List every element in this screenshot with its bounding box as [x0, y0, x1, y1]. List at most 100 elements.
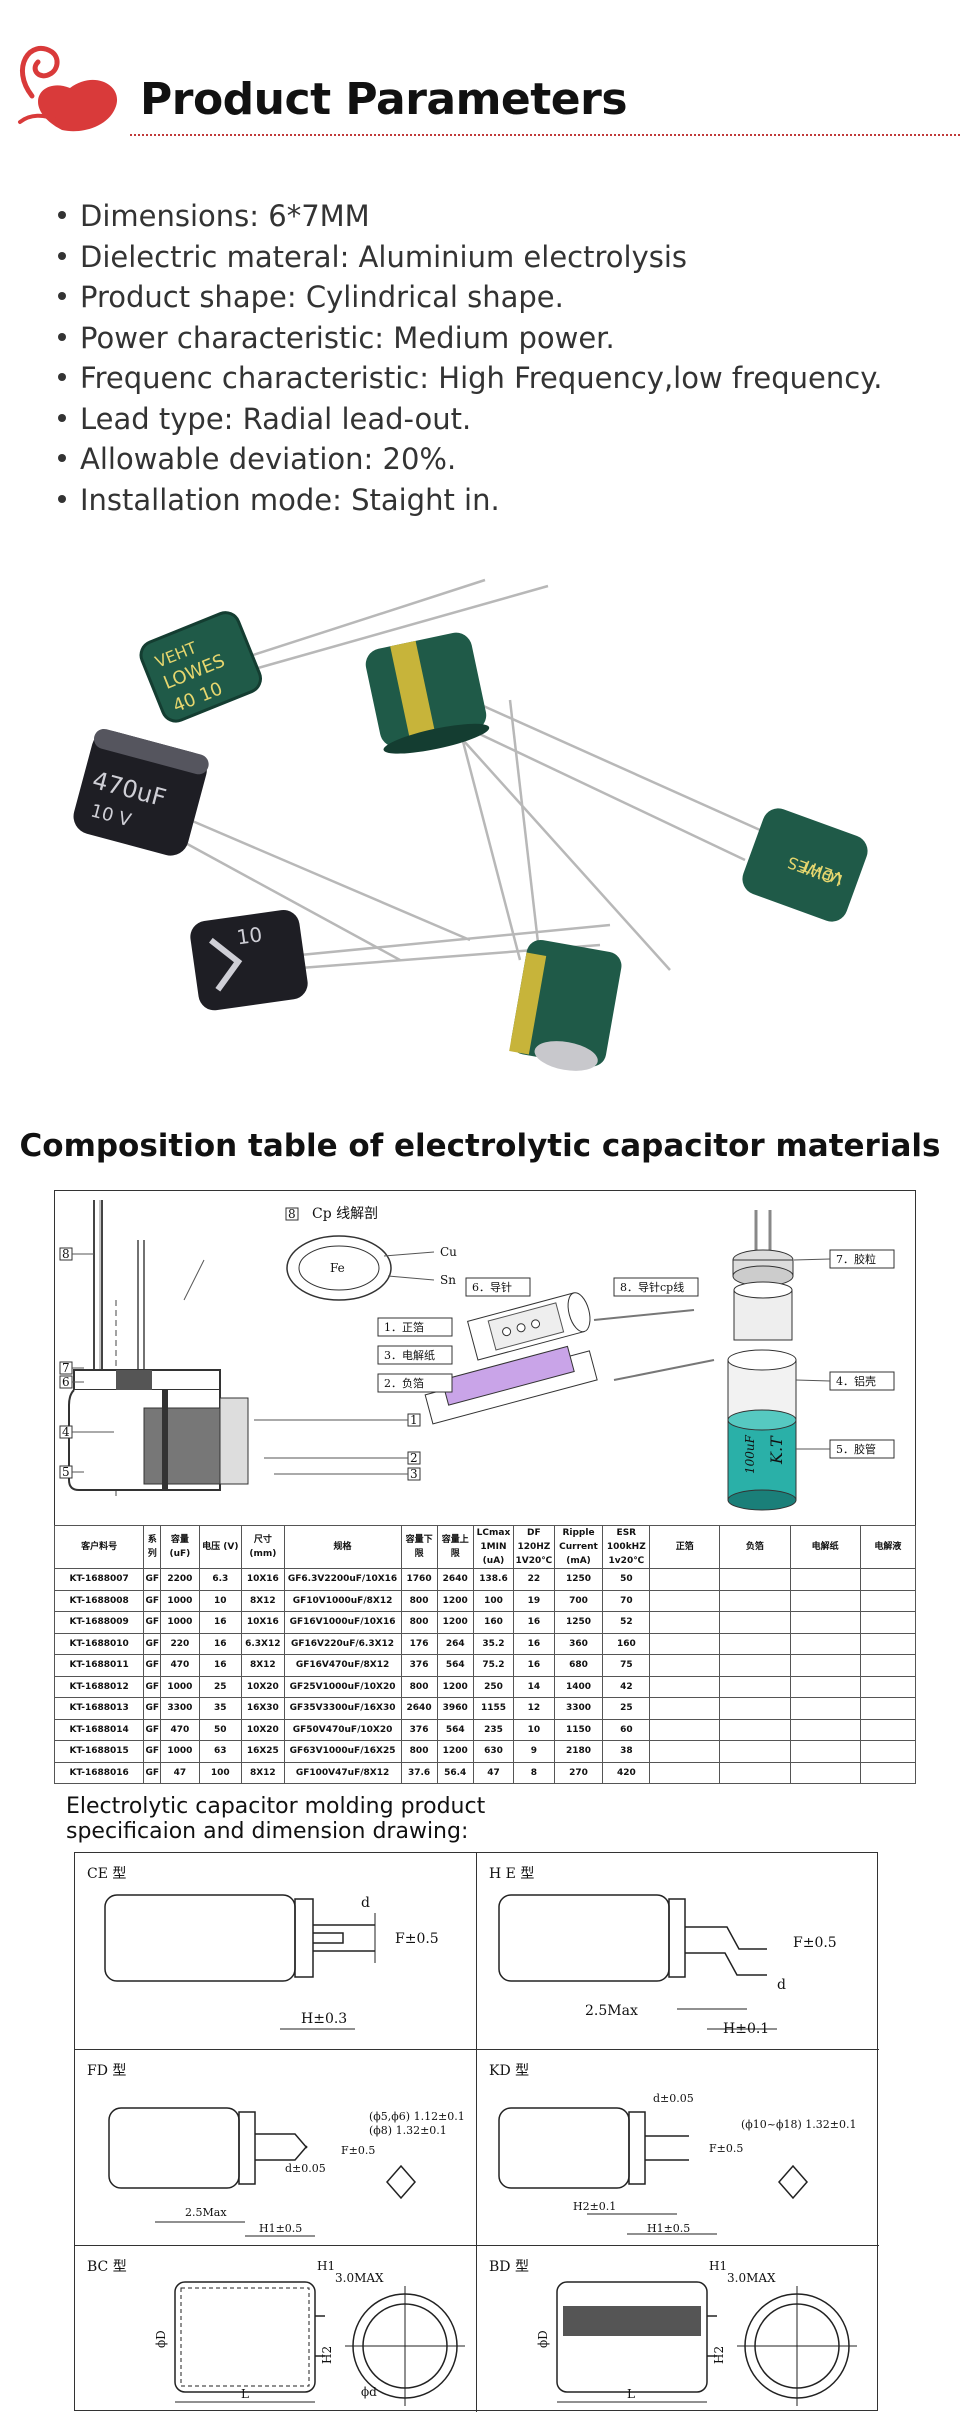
spec-text: Installation mode: Staight in. — [80, 482, 500, 517]
table-cell — [789, 1589, 861, 1612]
table-cell — [789, 1611, 861, 1634]
table-cell: 10X16 — [241, 1568, 285, 1591]
table-cell: 564 — [436, 1718, 474, 1741]
col-header: 电解纸 — [789, 1525, 861, 1569]
page-title: Product Parameters — [140, 74, 628, 125]
mold-cell-he: H E 型 F±0.5 d 2.5Max H±0.1 — [477, 1853, 879, 2050]
table-cell: 1155 — [472, 1697, 515, 1720]
bullet-icon — [58, 494, 66, 503]
dim-label: d — [361, 1895, 370, 1911]
table-cell — [649, 1675, 721, 1698]
table-cell: 25 — [198, 1675, 243, 1698]
table-cell: 16 — [198, 1632, 243, 1655]
table-cell: KT-1688015 — [53, 1740, 145, 1763]
table-cell — [789, 1654, 861, 1677]
fd-drawing: (ϕ5,ϕ6) 1.12±0.1 (ϕ8) 1.32±0.1 F±0.5 d±0… — [108, 2107, 465, 2237]
mold-type-label: CE 型 — [87, 1866, 127, 1882]
cap-label: 10 — [235, 922, 264, 949]
dim-label: L — [241, 2387, 249, 2401]
sn-label: Sn — [440, 1273, 456, 1287]
bullet-icon — [58, 454, 66, 462]
table-cell: 75 — [602, 1654, 651, 1677]
col-header: Ripple Current (mA) — [553, 1525, 604, 1569]
table-cell: KT-1688009 — [53, 1611, 145, 1634]
sleeve-text: 100uF — [743, 1434, 757, 1474]
callout-number: 6 — [62, 1375, 70, 1389]
col-header: 系列 — [143, 1525, 162, 1569]
table-cell: 1250 — [553, 1568, 604, 1591]
mold-type-label: FD 型 — [87, 2063, 127, 2079]
spec-text: Lead type: Radial lead-out. — [80, 401, 472, 436]
table-cell: 6.3 — [198, 1568, 243, 1591]
table-cell: 1000 — [160, 1675, 200, 1698]
table-cell: 376 — [400, 1654, 438, 1677]
table-cell: GF25V1000uF/10X20 — [283, 1675, 402, 1698]
dim-label: L — [627, 2387, 635, 2401]
table-cell — [719, 1675, 791, 1698]
table-cell: 8X12 — [241, 1589, 285, 1612]
table-cell: 1400 — [553, 1675, 604, 1698]
bullet-icon — [58, 373, 66, 381]
col-header: 容量上限 — [436, 1525, 474, 1569]
mold-cell-kd: KD 型 d±0.05 (ϕ10~ϕ18) 1.32±0.1 F±0.5 H2±… — [477, 2050, 879, 2246]
mold-cell-bc: BC 型 H1 3.0MAX ϕD H2 ϕd L — [75, 2246, 477, 2412]
dim-label: H1 — [709, 2259, 727, 2273]
table-cell: 70 — [602, 1589, 651, 1612]
col-header: 客户料号 — [53, 1525, 145, 1569]
spec-list: Dimensions: 6*7MM Dielectric materal: Al… — [58, 196, 938, 520]
table-cell: 680 — [553, 1654, 604, 1677]
ce-drawing: d F±0.5 H±0.3 — [104, 1894, 439, 2030]
table-cell: 420 — [602, 1761, 651, 1784]
table-cell: 42 — [602, 1675, 651, 1698]
table-cell: 800 — [400, 1589, 438, 1612]
table-cell: 52 — [602, 1611, 651, 1634]
spec-text: Frequenc characteristic: High Frequency,… — [80, 361, 883, 395]
capacitor-green-4 — [509, 939, 622, 1071]
molding-title-line: specificaion and dimension drawing: — [66, 1819, 469, 1844]
table-cell: GF63V1000uF/16X25 — [283, 1740, 402, 1763]
table-cell: 800 — [400, 1675, 438, 1698]
mold-type-label: BD 型 — [489, 2259, 529, 2275]
table-cell: 1000 — [160, 1611, 200, 1634]
table-cell: GF — [143, 1718, 162, 1741]
table-cell: 63 — [198, 1740, 243, 1763]
table-cell: KT-1688010 — [53, 1632, 145, 1655]
table-cell: 2180 — [553, 1740, 604, 1763]
table-cell: 35 — [198, 1697, 243, 1720]
mold-type-label: H E 型 — [489, 1866, 535, 1882]
callout-number: 2 — [410, 1451, 418, 1465]
table-cell: 10X20 — [241, 1718, 285, 1741]
mold-cell-ce: CE 型 d F±0.5 H±0.3 — [75, 1853, 477, 2050]
cp-section-label: Cp 线解剖 — [312, 1206, 378, 1222]
table-cell: 160 — [602, 1632, 651, 1655]
table-cell: 264 — [436, 1632, 474, 1655]
table-cell: 22 — [513, 1568, 555, 1591]
dim-label: d±0.05 — [653, 2092, 694, 2105]
table-cell — [649, 1761, 721, 1784]
rubber-tube-label: 5．胶管 — [836, 1442, 876, 1456]
spec-text: Dielectric materal: Aluminium electrolys… — [80, 239, 688, 274]
table-cell: GF — [143, 1568, 162, 1591]
mold-type-label: KD 型 — [489, 2063, 530, 2079]
table-cell: 360 — [553, 1632, 604, 1655]
bullet-icon — [58, 332, 66, 341]
dim-label: H2 — [320, 2346, 334, 2364]
spec-item: Dielectric materal: Aluminium electrolys… — [58, 237, 938, 278]
table-cell: KT-1688008 — [53, 1589, 145, 1612]
parameter-table: 客户料号 系列 容量(uF) 电压 (V) 尺寸(mm) 规格 容量下限 容量上… — [53, 1525, 917, 1784]
table-cell: 1150 — [553, 1718, 604, 1741]
electrolytic-paper-label: 3．电解纸 — [384, 1348, 435, 1362]
cu-label: Cu — [440, 1245, 457, 1259]
table-cell — [719, 1718, 791, 1741]
spec-item: Power characteristic: Medium power. — [58, 318, 938, 359]
table-cell: GF16V470uF/8X12 — [283, 1654, 402, 1677]
molding-grid: CE 型 d F±0.5 H±0.3 H E 型 — [74, 1852, 879, 2412]
table-cell — [649, 1654, 721, 1677]
table-cell: 6.3X12 — [241, 1632, 285, 1655]
table-cell — [859, 1761, 917, 1784]
bullet-icon — [58, 292, 66, 300]
mold-cell-fd: FD 型 (ϕ5,ϕ6) 1.12±0.1 (ϕ8) 1.32±0.1 F±0.… — [75, 2050, 477, 2246]
dim-label: d — [777, 1977, 786, 1993]
